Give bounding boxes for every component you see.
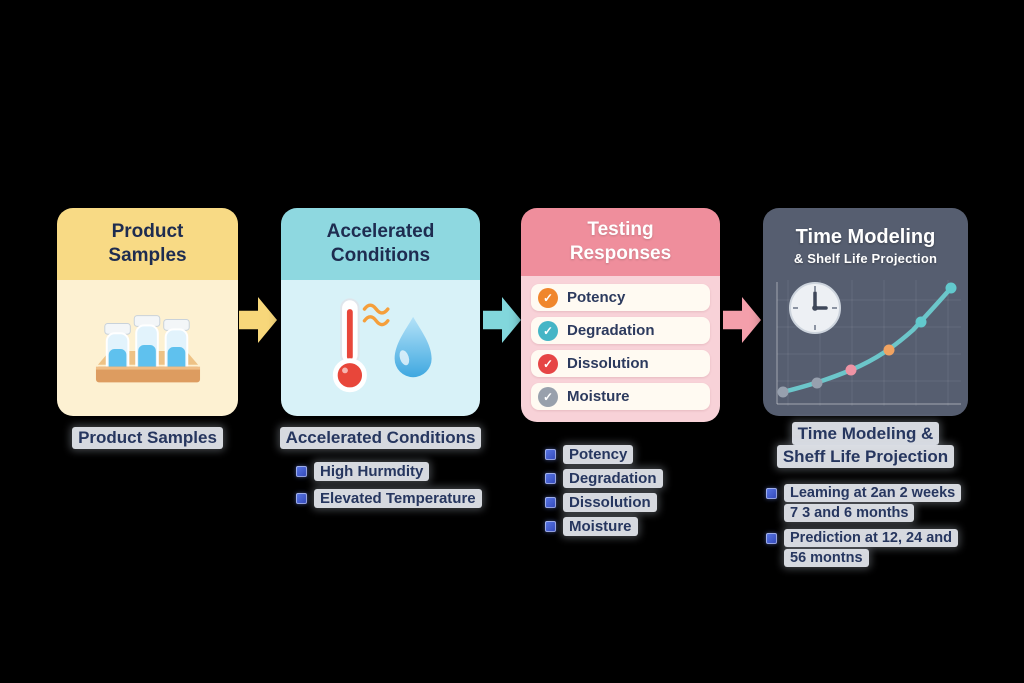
checklist-item-moisture: ✓ Moisture	[531, 383, 710, 410]
flow-arrow-1	[239, 297, 277, 343]
bullet-icon	[545, 449, 556, 460]
list-item: Degradation	[545, 469, 663, 488]
data-point	[915, 316, 927, 328]
card-title-line: Time Modeling	[795, 226, 936, 248]
caption-text: Time Modeling &	[791, 422, 940, 445]
bullet-icon	[766, 487, 777, 499]
list-item-label: Leaming at 2an 2 weeks	[784, 484, 962, 502]
data-point	[811, 377, 823, 389]
card-time-modeling-body	[763, 274, 968, 416]
time-modeling-list: Leaming at 2an 2 weeks 7 3 and 6 months …	[766, 484, 981, 574]
list-item-label: High Hurmdity	[314, 462, 430, 481]
chart-axes	[776, 282, 961, 405]
card-title-line: Product	[111, 220, 184, 242]
card-product-samples: Product Samples	[57, 208, 238, 416]
check-icon: ✓	[538, 287, 558, 308]
list-item-label: Elevated Temperature	[314, 489, 482, 508]
tray-front	[95, 366, 200, 383]
conditions-illustration	[332, 298, 432, 393]
card-title-line: Responses	[569, 243, 672, 264]
card-accelerated-conditions-body	[281, 280, 480, 416]
caption-text: Product Samples	[72, 427, 223, 449]
checklist-label: Degradation	[567, 322, 655, 339]
card-title-line: Testing	[587, 218, 654, 240]
list-item: Prediction at 12, 24 and 56 montns	[766, 529, 981, 567]
checklist-label: Dissolution	[567, 355, 649, 372]
list-item: Leaming at 2an 2 weeks 7 3 and 6 months	[766, 484, 981, 522]
card-title-line: & Shelf Life Projection	[793, 251, 938, 266]
bullet-icon	[296, 493, 307, 504]
accelerated-conditions-list: High Hurmdity Elevated Temperature	[296, 462, 482, 516]
caption-time-modeling: Time Modeling & Sheff Life Projection	[755, 422, 976, 468]
thermometer-icon	[332, 298, 367, 393]
tray-edge	[95, 366, 200, 370]
list-item: Moisture	[545, 517, 663, 536]
check-icon: ✓	[538, 353, 558, 374]
bullet-icon	[766, 532, 777, 544]
card-accelerated-conditions: Accelerated Conditions	[281, 208, 480, 416]
card-testing-responses-body: ✓ Potency ✓ Degradation ✓ Dissolution ✓ …	[521, 276, 720, 422]
caption-text: Sheff Life Projection	[776, 445, 955, 468]
vials-illustration	[95, 315, 200, 383]
list-item: High Hurmdity	[296, 462, 482, 481]
card-accelerated-conditions-header: Accelerated Conditions	[281, 208, 480, 280]
flow-arrow-2	[483, 297, 521, 343]
data-point	[945, 282, 957, 294]
checklist-item-potency: ✓ Potency	[531, 284, 710, 311]
list-item: Potency	[545, 445, 663, 464]
checklist-item-dissolution: ✓ Dissolution	[531, 350, 710, 377]
list-item: Dissolution	[545, 493, 663, 512]
data-point	[883, 344, 895, 356]
card-product-samples-header: Product Samples	[57, 208, 238, 280]
bullet-icon	[545, 497, 556, 508]
check-icon: ✓	[538, 386, 558, 407]
list-item-label: Potency	[563, 445, 634, 464]
bullet-icon	[296, 466, 307, 477]
checklist-label: Potency	[567, 289, 626, 306]
card-testing-responses: Testing Responses ✓ Potency ✓ Degradatio…	[521, 208, 720, 422]
list-item-label: 7 3 and 6 months	[784, 504, 915, 522]
testing-responses-list: Potency Degradation Dissolution Moisture	[545, 445, 663, 541]
caption-text: Accelerated Conditions	[279, 427, 482, 449]
checklist-label: Moisture	[567, 388, 630, 405]
list-item: Elevated Temperature	[296, 489, 482, 508]
check-icon: ✓	[538, 320, 558, 341]
card-title-line: Conditions	[330, 245, 431, 266]
list-item-label: Dissolution	[563, 493, 657, 512]
card-title-line: Accelerated	[326, 220, 435, 242]
data-point	[845, 364, 857, 376]
caption-accelerated-conditions: Accelerated Conditions	[266, 427, 495, 449]
card-product-samples-body	[57, 280, 238, 416]
card-title-line: Samples	[108, 245, 187, 266]
data-point	[777, 386, 789, 398]
list-item-label: Moisture	[563, 517, 638, 536]
flow-arrow-3	[723, 297, 761, 343]
checklist-item-degradation: ✓ Degradation	[531, 317, 710, 344]
card-time-modeling: Time Modeling & Shelf Life Projection	[763, 208, 968, 416]
card-testing-responses-header: Testing Responses	[521, 208, 720, 276]
list-item-label: Prediction at 12, 24 and	[784, 529, 958, 547]
trend-chart	[776, 280, 961, 406]
list-item-label: 56 montns	[784, 549, 869, 567]
caption-product-samples: Product Samples	[57, 427, 238, 449]
bullet-icon	[545, 473, 556, 484]
water-drop-icon	[394, 316, 432, 378]
heat-waves-icon	[362, 303, 390, 327]
card-time-modeling-header: Time Modeling & Shelf Life Projection	[763, 208, 968, 274]
bullet-icon	[545, 521, 556, 532]
list-item-label: Degradation	[563, 469, 663, 488]
clock-icon	[789, 282, 841, 334]
data-points	[777, 282, 957, 398]
